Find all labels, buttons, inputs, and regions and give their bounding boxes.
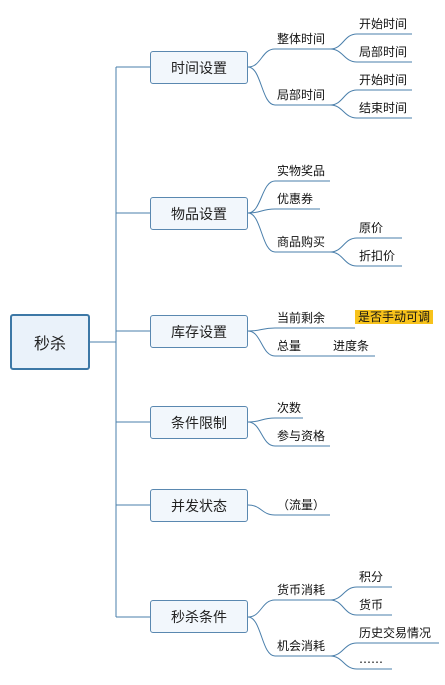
- node-start-time-2: 开始时间: [359, 73, 408, 87]
- node-physical-prize: 实物奖品: [277, 164, 326, 178]
- node-count: 次数: [277, 401, 302, 415]
- category-seckill-conditions: 秒杀条件: [150, 600, 248, 633]
- branch-l2-2-curve: [247, 180, 276, 214]
- category-conditions: 条件限制: [150, 406, 248, 439]
- node-current-remaining: 当前剩余: [277, 311, 326, 325]
- branch-l3-0-curve: [329, 33, 358, 50]
- branch-l3-9-curve: [329, 655, 358, 670]
- node-traffic: （流量）: [277, 498, 326, 512]
- node-original-price: 原价: [359, 221, 384, 235]
- branch-l2-7-curve: [247, 417, 276, 423]
- branch-l3-2-curve: [329, 89, 358, 106]
- category-stock-settings: 库存设置: [150, 315, 248, 348]
- branch-l3-6-curve: [329, 586, 358, 601]
- branch-l2-4-curve: [247, 212, 276, 253]
- node-transaction-history: 历史交易情况: [359, 626, 432, 640]
- branch-l3-3-curve: [329, 104, 358, 119]
- category-item-settings: 物品设置: [150, 197, 248, 230]
- branch-l2-8-curve: [247, 421, 276, 447]
- node-total: 总量: [277, 339, 302, 353]
- branch-l3-8-curve: [329, 642, 358, 657]
- branch-l2-9-curve: [247, 504, 276, 516]
- node-partial-time: 局部时间: [277, 88, 326, 102]
- root-node: 秒杀: [10, 314, 90, 370]
- node-eligibility: 参与资格: [277, 429, 326, 443]
- node-discount-price: 折扣价: [359, 249, 396, 263]
- branch-l3-4-curve: [329, 237, 358, 253]
- category-time-settings: 时间设置: [150, 51, 248, 84]
- branch-l2-3-curve: [247, 208, 276, 214]
- node-product-purchase: 商品购买: [277, 235, 326, 249]
- branch-l3-7-curve: [329, 599, 358, 616]
- branch-l3-1-curve: [329, 48, 358, 63]
- branch-l2-5-curve: [247, 327, 276, 332]
- node-start-time-1: 开始时间: [359, 17, 408, 31]
- node-ellipsis: ……: [359, 652, 383, 666]
- node-overall-time: 整体时间: [277, 32, 326, 46]
- node-chance-cost: 机会消耗: [277, 639, 326, 653]
- node-manual-adjust: 是否手动可调: [355, 309, 434, 325]
- branch-l2-1-curve: [247, 66, 276, 106]
- highlight-manual-adjust: 是否手动可调: [355, 310, 434, 324]
- node-end-time: 结束时间: [359, 101, 408, 115]
- node-coupon: 优惠券: [277, 192, 314, 206]
- branch-l2-6-curve: [247, 330, 276, 357]
- branch-l2-10-curve: [247, 599, 276, 618]
- branch-l2-0-curve: [247, 48, 276, 68]
- node-points: 积分: [359, 570, 384, 584]
- node-partial-time-sub: 局部时间: [359, 45, 408, 59]
- category-concurrency: 并发状态: [150, 489, 248, 522]
- node-currency: 货币: [359, 598, 384, 612]
- node-currency-cost: 货币消耗: [277, 583, 326, 597]
- branch-l3-5-curve: [329, 251, 358, 267]
- node-progress-bar: 进度条: [333, 339, 370, 353]
- branch-l2-11-curve: [247, 616, 276, 657]
